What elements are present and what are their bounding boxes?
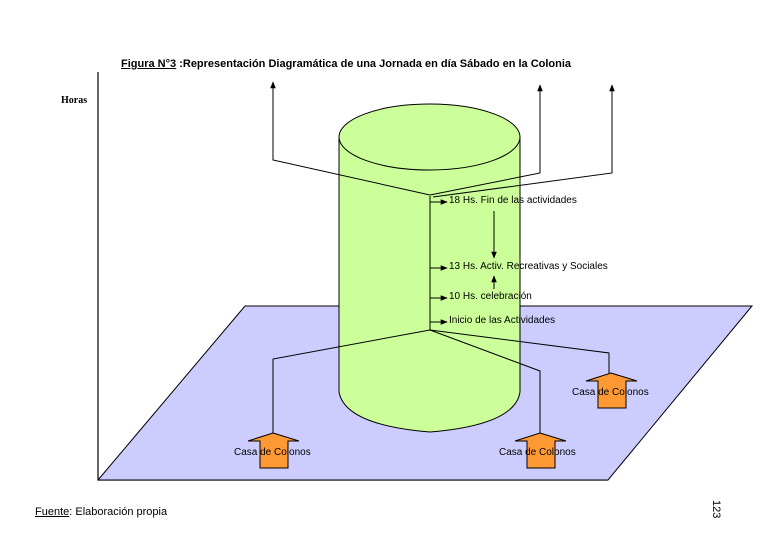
figure-label: Figura N°3 bbox=[121, 58, 177, 70]
entry-path-left bbox=[272, 329, 431, 433]
stage-label-13: 13 Hs. Activ. Recreativas y Sociales bbox=[449, 261, 608, 272]
source-label: Fuente bbox=[35, 506, 70, 518]
house-label-middle: Casa de Colonos bbox=[499, 447, 576, 458]
figure-title: Figura N°3 :Representación Diagramática … bbox=[121, 58, 571, 70]
cylinder-top bbox=[338, 103, 521, 171]
y-axis-label: Horas bbox=[61, 95, 88, 106]
exit-path-right bbox=[432, 84, 615, 198]
entry-path-middle bbox=[429, 329, 541, 433]
house-arrow-middle bbox=[514, 432, 567, 469]
source-text: : Elaboración propia bbox=[69, 506, 168, 518]
figure-title-text: Representación Diagramática de una Jorna… bbox=[182, 58, 572, 70]
house-arrow-left bbox=[247, 432, 300, 469]
house-label-left: Casa de Colonos bbox=[234, 447, 311, 458]
page-number: 123 bbox=[710, 500, 722, 519]
title-separator: : bbox=[176, 58, 183, 70]
stage-label-inicio: Inicio de las Actividades bbox=[449, 315, 556, 326]
stage-label-10: 10 Hs. celebración bbox=[449, 291, 532, 302]
entry-path-right bbox=[429, 329, 610, 373]
exit-path-left bbox=[270, 81, 431, 196]
exit-path-middle bbox=[429, 84, 543, 196]
house-arrow-right bbox=[585, 372, 638, 409]
stage-label-18: 18 Hs. Fin de las actividades bbox=[449, 195, 577, 206]
source-note: Fuente: Elaboración propia bbox=[35, 506, 167, 518]
house-label-right: Casa de Colonos bbox=[572, 387, 649, 398]
